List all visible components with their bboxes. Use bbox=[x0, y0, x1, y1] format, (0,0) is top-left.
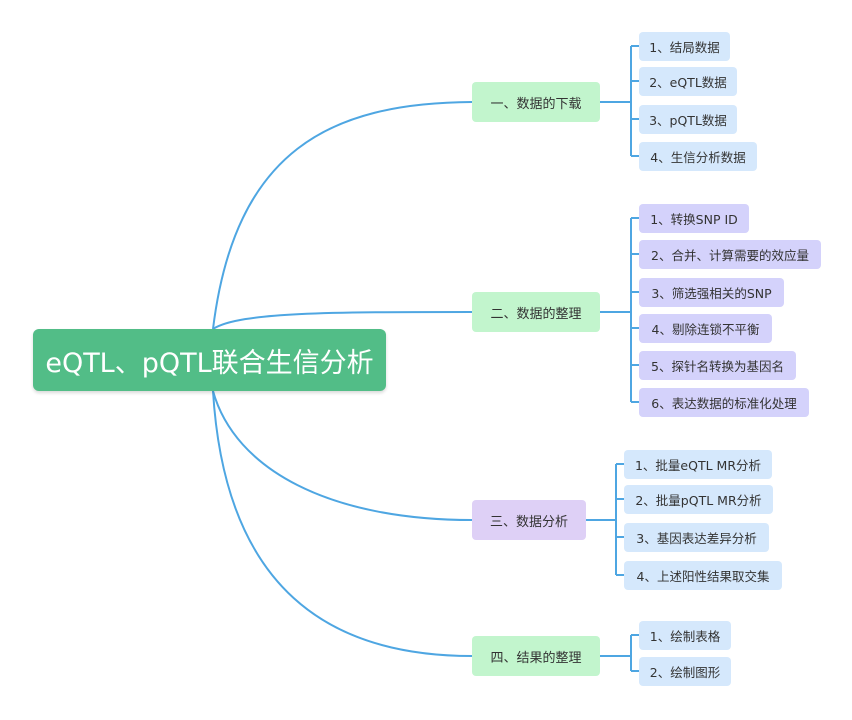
connector-root-branch-2 bbox=[212, 311, 473, 330]
leaf-draw-table[interactable]: 1、绘制表格 bbox=[639, 621, 731, 650]
branch-result-organization[interactable]: 四、结果的整理 bbox=[472, 636, 600, 676]
leaf-diff-expression[interactable]: 3、基因表达差异分析 bbox=[624, 523, 769, 552]
leaf-normalize-expression[interactable]: 6、表达数据的标准化处理 bbox=[639, 388, 809, 417]
leaf-pqtl-data[interactable]: 3、pQTL数据 bbox=[639, 105, 737, 134]
leaf-intersect-results[interactable]: 4、上述阳性结果取交集 bbox=[624, 561, 782, 590]
leaf-draw-figure[interactable]: 2、绘制图形 bbox=[639, 657, 731, 686]
connector-root-branch-1 bbox=[212, 101, 473, 330]
leaf-remove-ld[interactable]: 4、剔除连锁不平衡 bbox=[639, 314, 772, 343]
leaf-merge-effect-size[interactable]: 2、合并、计算需要的效应量 bbox=[639, 240, 821, 269]
leaf-batch-eqtl-mr[interactable]: 1、批量eQTL MR分析 bbox=[624, 450, 772, 479]
branch-data-download[interactable]: 一、数据的下载 bbox=[472, 82, 600, 122]
leaf-eqtl-data[interactable]: 2、eQTL数据 bbox=[639, 67, 737, 96]
leaf-filter-strong-snp[interactable]: 3、筛选强相关的SNP bbox=[639, 278, 784, 307]
branch-data-cleaning[interactable]: 二、数据的整理 bbox=[472, 292, 600, 332]
connector-root-branch-4 bbox=[212, 390, 473, 657]
leaf-batch-pqtl-mr[interactable]: 2、批量pQTL MR分析 bbox=[624, 485, 773, 514]
branch-data-analysis[interactable]: 三、数据分析 bbox=[472, 500, 586, 540]
leaf-outcome-data[interactable]: 1、结局数据 bbox=[639, 32, 730, 61]
root-topic[interactable]: eQTL、pQTL联合生信分析 bbox=[33, 329, 386, 391]
connector-root-branch-3 bbox=[212, 390, 473, 521]
leaf-probe-to-gene[interactable]: 5、探针名转换为基因名 bbox=[639, 351, 796, 380]
leaf-bioinfo-data[interactable]: 4、生信分析数据 bbox=[639, 142, 757, 171]
leaf-convert-snp-id[interactable]: 1、转换SNP ID bbox=[639, 204, 749, 233]
